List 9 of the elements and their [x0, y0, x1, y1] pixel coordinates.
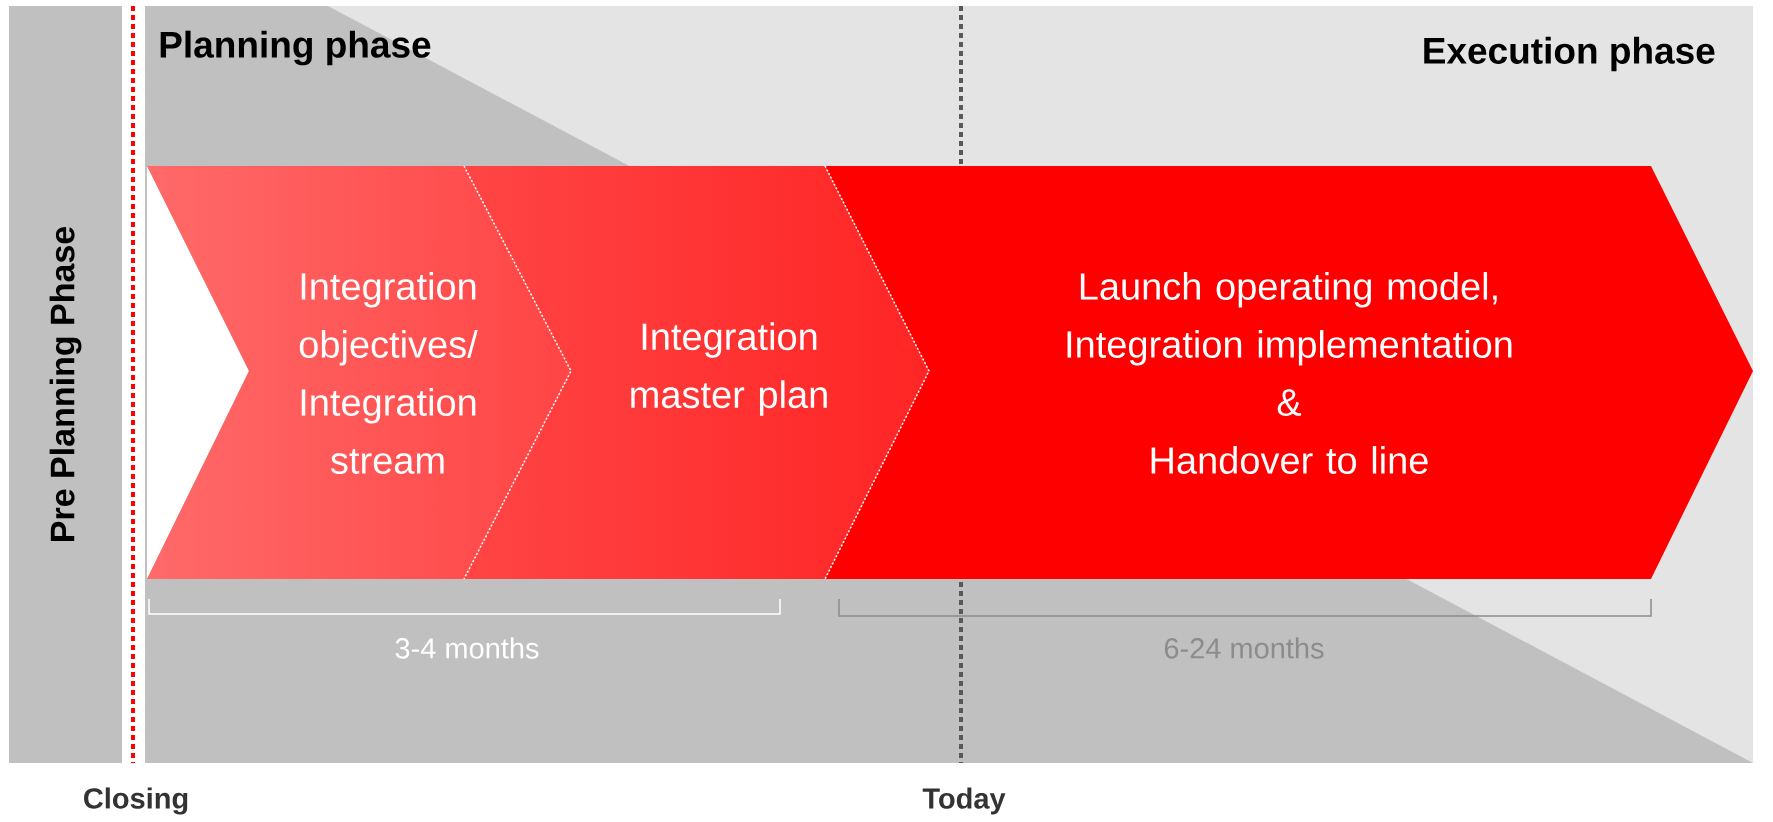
chevron: Integration objectives/ Integration stream	[299, 272, 478, 474]
chevron: Launch operating model, Integration implementation & Handover to line	[1067, 272, 1512, 474]
phase-heading: Planning phase	[160, 30, 431, 66]
chevron: Integration master plan	[631, 322, 827, 416]
milestone-label: Closing	[84, 787, 188, 815]
phase-heading: Execution phase	[1424, 36, 1715, 72]
duration-label: 3-4 months	[395, 637, 539, 659]
milestone-label: Today	[922, 787, 1006, 815]
phase-band: Pre Planning Phase	[9, 6, 122, 763]
